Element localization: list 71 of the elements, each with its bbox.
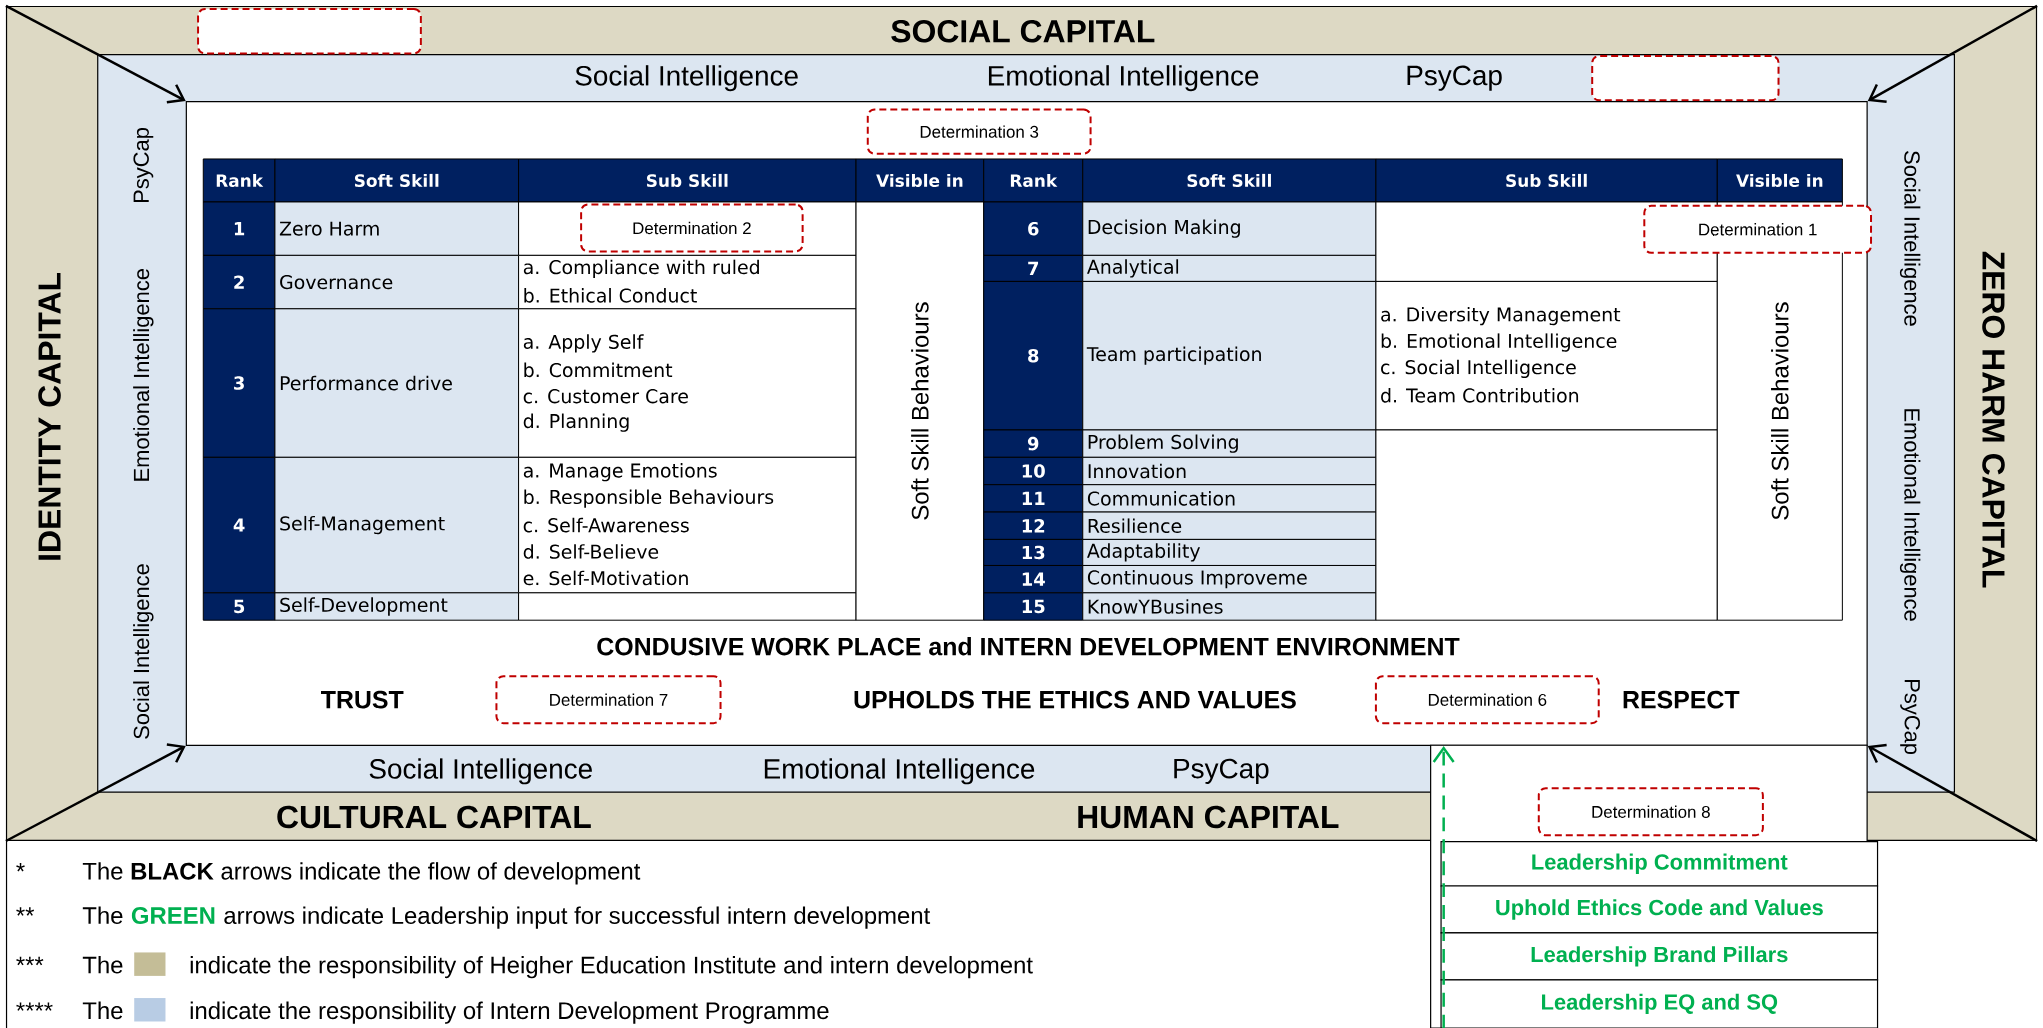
note-text: The: [82, 955, 123, 974]
label: d. Self-Believe: [523, 544, 659, 559]
footnote-mark: *: [16, 863, 25, 872]
dashed-box: Determination 8: [1537, 787, 1764, 837]
note-text: GREEN: [131, 907, 215, 924]
label: e. Self-Motivation: [523, 570, 688, 586]
dashed-box: [197, 8, 422, 55]
dashed-box: [1591, 55, 1780, 102]
label: b. Commitment: [524, 362, 673, 378]
table-cell: 5: [202, 592, 276, 621]
table-cell: Zero Harm: [274, 201, 520, 256]
label: a. Manage Emotions: [523, 463, 717, 482]
table-cell: 12: [983, 511, 1084, 540]
legend-text: indicate the responsibility of Heigher Education Institute and intern development: [190, 955, 1033, 979]
note-text: The: [82, 1001, 123, 1020]
table-cell: Rank: [202, 158, 276, 203]
arrow: [5, 4, 186, 104]
arrow: [1432, 745, 1455, 1028]
footnote-mark: ***: [16, 956, 44, 966]
table-cell: a. Compliance with ruled b. Ethical Conduct: [518, 254, 857, 310]
table-cell: a. Diversity Management b. Emotional Intelligence c. Social Intelligence d. Team Contribution: [1375, 280, 1718, 431]
label: b. Emotional Intelligence: [1381, 333, 1617, 352]
dashed-box: Determination 6: [1374, 675, 1600, 725]
table-cell: 10: [983, 456, 1084, 486]
label: c. Social Intelligence: [1381, 359, 1576, 379]
list-box: Uphold Ethics Code and Values: [1440, 885, 1879, 934]
table-cell: 2: [202, 254, 276, 310]
dashed-box: Determination 3: [866, 108, 1092, 155]
table-cell: Self-Development: [274, 592, 520, 621]
table-cell: 6: [983, 201, 1084, 256]
table-cell: Problem Solving: [1082, 429, 1377, 458]
table-cell: Communication: [1082, 484, 1377, 513]
label: a. Diversity Management: [1381, 306, 1621, 326]
list-box: Leadership EQ and SQ: [1440, 979, 1879, 1028]
table-cell: Visible in: [855, 158, 985, 203]
dashed-box: Determination 1: [1643, 204, 1873, 254]
table-cell: Continuous Improveme: [1082, 564, 1377, 594]
table-cell: 15: [983, 592, 1084, 621]
table-cell: Governance: [274, 254, 520, 310]
table-cell: Analytical: [1082, 254, 1377, 282]
table-cell: Soft Skill Behaviours: [855, 201, 985, 621]
label: a. Apply Self: [523, 334, 644, 353]
table-cell: Visible in: [1716, 158, 1843, 203]
table-cell: 14: [983, 564, 1084, 594]
table-cell: 9: [983, 429, 1084, 458]
table-cell: 1: [202, 201, 276, 256]
label: b. Responsible Behaviours: [524, 489, 774, 508]
table-cell: 13: [983, 538, 1084, 566]
table-cell: Adaptability: [1082, 538, 1377, 566]
table-cell: 7: [983, 254, 1084, 282]
dashed-box: Determination 7: [495, 675, 722, 725]
label: c. Self-Awareness: [523, 517, 689, 533]
table-cell: 11: [983, 484, 1084, 513]
legend-text: indicate the responsibility of Intern Development Programme: [190, 1001, 829, 1024]
label: d. Planning: [523, 413, 629, 432]
table-cell: Rank: [983, 158, 1084, 203]
footnote-mark: **: [16, 907, 35, 916]
table-cell: KnowYBusines: [1082, 592, 1377, 621]
table-cell: Innovation: [1082, 456, 1377, 486]
footnote-mark: ****: [16, 1002, 53, 1011]
label: d. Team Contribution: [1381, 387, 1579, 403]
note-text: arrows indicate Leadership input for successful intern development: [224, 906, 931, 929]
list-box: Leadership Brand Pillars: [1440, 932, 1879, 981]
dashed-box: Determination 2: [580, 203, 804, 253]
table-cell: Resilience: [1082, 511, 1377, 540]
arrow: [5, 743, 186, 843]
note-text: The: [82, 906, 123, 924]
table-cell: Decision Making: [1082, 201, 1377, 256]
note-text: The BLACK arrows indicate the flow of development: [82, 862, 641, 885]
list-box: Leadership Commitment: [1440, 841, 1879, 887]
label: c. Customer Care: [523, 389, 688, 404]
